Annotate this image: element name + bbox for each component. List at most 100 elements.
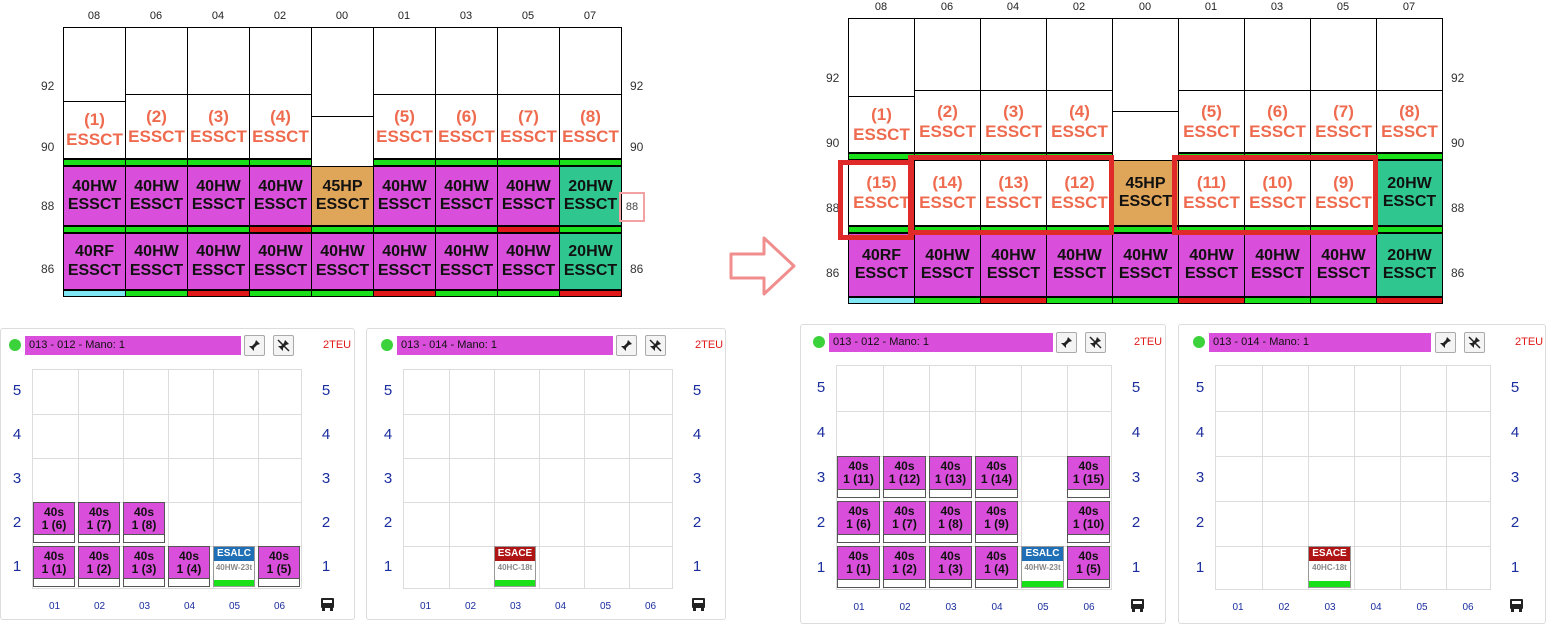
box-sequence: 1 (2) (86, 562, 112, 576)
pin-icon (249, 340, 260, 351)
planned-slot[interactable]: (2)ESSCT (125, 94, 188, 159)
status-bar (63, 290, 126, 297)
unpin-button[interactable] (645, 335, 666, 356)
planned-slot[interactable]: (8)ESSCT (559, 94, 622, 159)
planned-slot[interactable]: (4)ESSCT (1046, 90, 1113, 153)
planned-slot[interactable]: (2)ESSCT (914, 90, 981, 153)
slot-divider (311, 116, 374, 117)
planned-slot[interactable]: (5)ESSCT (1178, 90, 1245, 153)
truck-button[interactable] (1130, 598, 1145, 615)
planned-slot[interactable]: (9)ESSCT (1310, 160, 1377, 226)
truck-button[interactable] (691, 597, 706, 614)
slot-operator: ESSCT (252, 126, 309, 146)
column-label: 05 (1416, 602, 1428, 613)
planned-slot[interactable]: (1)ESSCT (63, 101, 126, 159)
slot-sequence: (3) (1003, 101, 1024, 121)
unpin-button[interactable] (273, 335, 294, 356)
pin-button[interactable] (1056, 332, 1077, 353)
pin-button[interactable] (244, 335, 265, 356)
truck-button[interactable] (1509, 598, 1524, 615)
planned-slot[interactable]: (7)ESSCT (497, 94, 560, 159)
planned-slot[interactable]: (15)ESSCT (848, 160, 915, 226)
planned-slot[interactable]: (5)ESSCT (373, 94, 436, 159)
planned-slot[interactable]: (7)ESSCT (1310, 90, 1377, 153)
planned-slot[interactable]: (3)ESSCT (980, 90, 1047, 153)
box-sequence: 1 (7) (892, 517, 917, 531)
pin-button[interactable] (616, 335, 637, 356)
unpin-button[interactable] (1085, 332, 1106, 353)
truck-button[interactable] (320, 597, 335, 614)
planned-slot[interactable]: (14)ESSCT (914, 160, 981, 226)
planned-slot[interactable]: (6)ESSCT (1244, 90, 1311, 153)
planned-slot[interactable]: (11)ESSCT (1178, 160, 1245, 226)
planned-slot[interactable]: (1)ESSCT (848, 96, 915, 153)
pin-button[interactable] (1435, 332, 1456, 353)
row-label: 4 (1195, 423, 1205, 441)
planned-slot[interactable]: (10)ESSCT (1244, 160, 1311, 226)
planned-slot[interactable]: (8)ESSCT (1376, 90, 1443, 153)
planned-slot[interactable]: (13)ESSCT (980, 160, 1047, 226)
planned-slot[interactable]: (6)ESSCT (435, 94, 498, 159)
planned-slot[interactable]: (4)ESSCT (249, 94, 312, 159)
bay-column-label: 01 (397, 10, 411, 22)
planned-slot[interactable]: (3)ESSCT (187, 94, 250, 159)
unpin-button[interactable] (1464, 332, 1485, 353)
